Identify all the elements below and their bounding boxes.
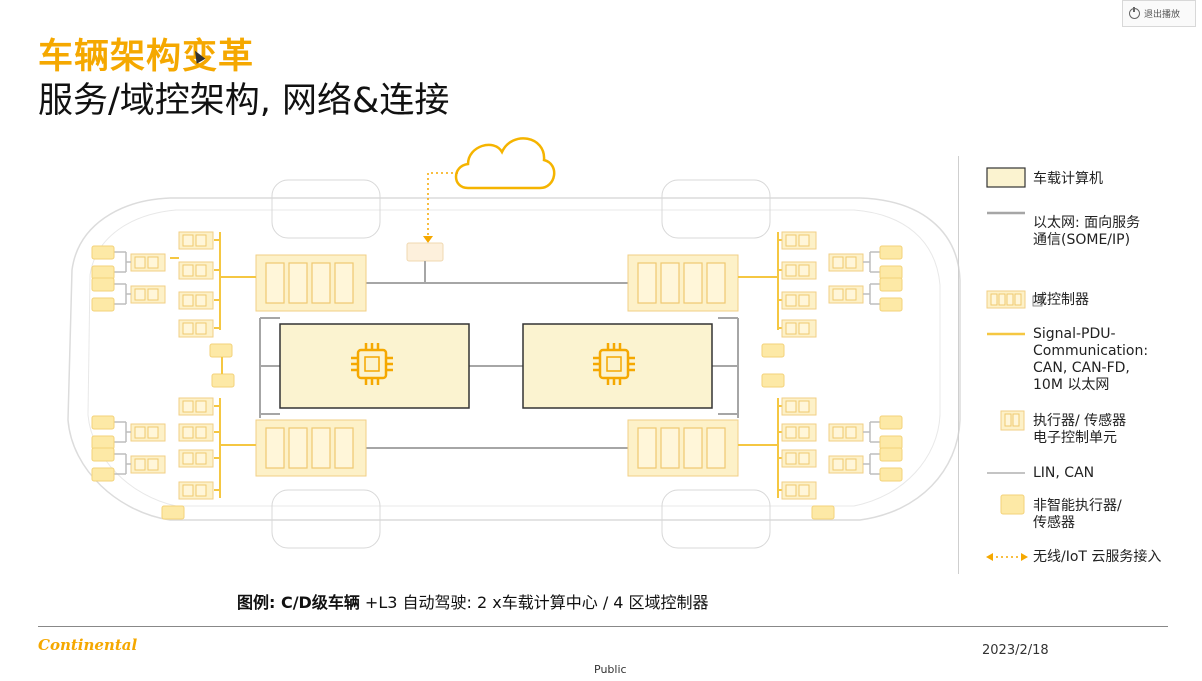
legend-domain-controller-icon xyxy=(986,290,1043,309)
wheel-rear-left xyxy=(271,489,381,549)
slide-title: 车辆架构变革 xyxy=(38,37,255,77)
actuator xyxy=(91,435,115,450)
legend-label: LIN, CAN xyxy=(1033,465,1095,481)
legend-label: 无线/IoT 云服务接入 xyxy=(1033,549,1162,565)
chip-icon xyxy=(351,343,393,385)
chip-icon xyxy=(593,343,635,385)
caption-bold: 图例: C/D级车辆 xyxy=(237,593,360,612)
legend-label: 以太网: 面向服务 通信(SOME/IP) xyxy=(1033,215,1141,248)
legend-wireless-icon xyxy=(986,553,1028,561)
caption-rest: +L3 自动驾驶: 2 x车载计算中心 / 4 区域控制器 xyxy=(359,593,709,612)
actuator xyxy=(161,505,185,520)
actuator xyxy=(91,297,115,312)
classification-label: Public xyxy=(594,663,627,676)
actuator xyxy=(91,467,115,482)
legend-label: 执行器/ 传感器 电子控制单元 xyxy=(1033,413,1127,446)
actuator xyxy=(879,277,903,292)
exit-presentation-label: 退出播放 xyxy=(1144,10,1181,20)
continental-logo: Continental xyxy=(38,636,138,654)
car-body-outline xyxy=(67,197,961,521)
actuator xyxy=(879,467,903,482)
actuator xyxy=(91,265,115,280)
actuator xyxy=(91,415,115,430)
legend-label: Signal-PDU- Communication: CAN, CAN-FD, … xyxy=(1033,326,1149,393)
actuator xyxy=(811,505,835,520)
vehicle-computer-left xyxy=(279,323,470,409)
legend-label: 域控制器 xyxy=(1033,292,1089,308)
actuator xyxy=(209,343,233,358)
figure-caption: 图例: C/D级车辆 +L3 自动驾驶: 2 x车载计算中心 / 4 区域控制器 xyxy=(237,589,709,613)
vehicle-computer-right xyxy=(522,323,713,409)
legend-label: 车载计算机 xyxy=(1033,171,1103,187)
wireless-arrow-icon xyxy=(423,236,433,243)
footer-divider xyxy=(38,626,1168,627)
legend-non-smart-actuator-icon xyxy=(1000,494,1025,515)
actuator xyxy=(879,245,903,260)
actuator xyxy=(91,277,115,292)
legend-label: 非智能执行器/ 传感器 xyxy=(1033,498,1122,531)
cloud-icon xyxy=(454,137,556,190)
slide-date: 2023/2/18 xyxy=(982,643,1049,658)
wheel-front-left xyxy=(271,179,381,239)
legend-ecu-icon xyxy=(1000,410,1025,431)
power-icon xyxy=(1129,7,1140,19)
exit-presentation-button[interactable]: 退出播放 xyxy=(1122,0,1196,27)
wheel-front-right xyxy=(661,179,771,239)
actuator xyxy=(91,447,115,462)
legend-vehicle-computer-icon xyxy=(986,167,1026,188)
ethernet-backbone xyxy=(259,282,739,449)
wireless-iot-link xyxy=(427,172,458,238)
slide-subtitle: 服务/域控架构, 网络&连接 xyxy=(38,81,450,121)
legend-divider xyxy=(958,156,959,574)
actuator xyxy=(879,435,903,450)
actuator xyxy=(761,373,785,388)
actuator xyxy=(91,245,115,260)
actuator xyxy=(761,343,785,358)
actuator xyxy=(211,373,235,388)
actuator xyxy=(879,297,903,312)
actuator xyxy=(879,415,903,430)
wheel-rear-right xyxy=(661,489,771,549)
actuator xyxy=(879,447,903,462)
actuator xyxy=(879,265,903,280)
telematics-unit xyxy=(406,242,444,262)
